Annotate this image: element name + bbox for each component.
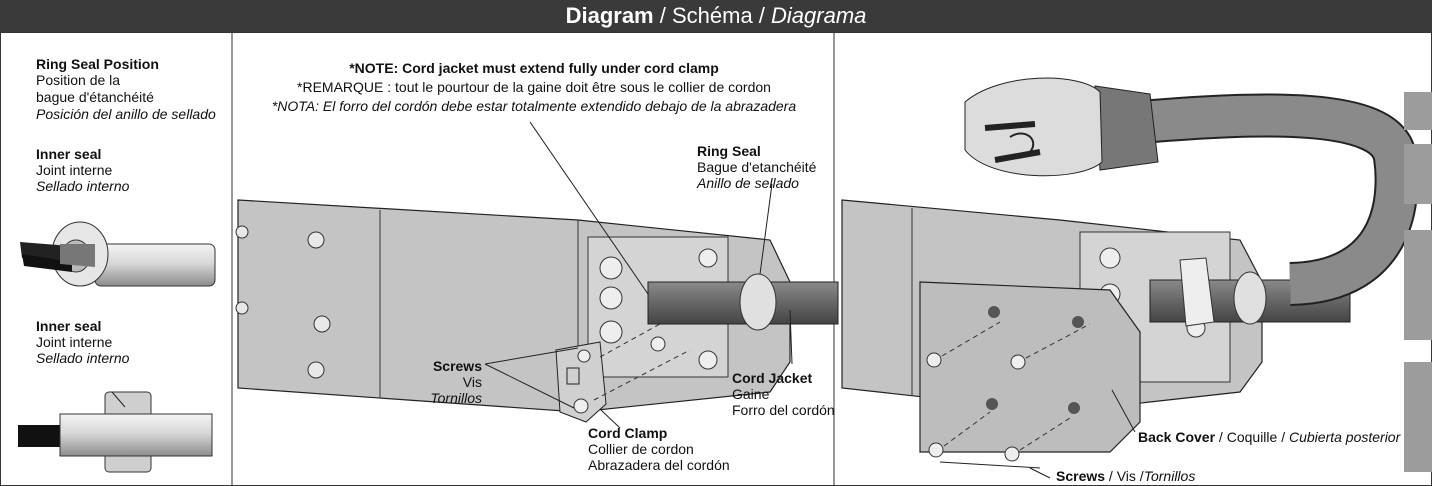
note-en: *NOTE: Cord jacket must extend fully und… [349,60,719,76]
back-cover-sep-1: / [1215,429,1227,445]
back-cover-sep-2: / [1277,429,1289,445]
diagram-header: Diagram / Schéma / Diagrama [0,0,1432,32]
ring-seal-es: Anillo de sellado [697,175,799,191]
diagram-artwork [0,32,1432,486]
inner-seal-es-2: Sellado interno [36,350,130,366]
screws-right [926,321,1136,479]
inner-seal-fr-2: Joint interne [36,334,113,350]
ring-seal-position-fr: Position de la bague d'étanchéité [36,72,154,105]
cord-jacket-en: Cord Jacket [732,370,813,386]
screws-es-right: Tornillos [1143,468,1196,484]
inner-seal-title-2: Inner seal [36,318,102,334]
power-strip-body-middle [235,199,839,423]
screws-label-right: Screws / Vis /Tornillos [1056,468,1195,485]
back-cover-en: Back Cover [1138,429,1216,445]
header-sep-2: / [752,3,772,28]
header-title-fr: Schéma [671,3,753,28]
header-title-es: Diagrama [771,3,867,28]
inner-seal-es-1: Sellado interno [36,178,130,194]
back-cover-es: Cubierta posterior [1288,429,1401,445]
header-title-en: Diagram [565,3,654,28]
inner-seal-illustration-bottom [18,391,213,473]
ring-seal-en: Ring Seal [697,143,761,159]
diagram-frame: Ring Seal Position Position de la bague … [0,32,1432,486]
side-decoration [1404,92,1432,472]
screws-fr-mid: Vis [462,374,482,390]
ring-seal-position-title: Ring Seal Position [36,56,159,72]
screws-fr-right: Vis [1116,468,1136,484]
note-es: *NOTA: El forro del cordón debe estar to… [271,98,797,114]
header-sep-1: / [653,3,672,28]
cord-jacket-es: Forro del cordón [732,402,835,418]
inner-seal-illustration-top [20,221,216,287]
screws-es-mid: Tornillos [430,390,482,406]
ring-seal-fr: Bague d'etanchéité [697,159,817,175]
screws-sep-2-right: / [1135,468,1144,484]
screws-en-right: Screws [1056,468,1106,484]
inner-seal-fr-1: Joint interne [36,162,113,178]
back-cover [919,281,1141,453]
cord-and-plug [964,77,1419,306]
screws-en-mid: Screws [432,358,482,374]
back-cover-label: Back Cover / Coquille / Cubierta posteri… [1138,429,1400,446]
cord-clamp-en: Cord Clamp [588,425,668,441]
screws-sep-1-right: / [1105,468,1117,484]
cord-clamp-fr: Collier de cordon [588,441,694,457]
ring-seal-position-es: Posición del anillo de sellado [36,106,216,122]
middle-leaders [484,121,793,429]
note-fr: *REMARQUE : tout le pourtour de la gaine… [297,79,771,95]
back-cover-fr: Coquille [1226,429,1278,445]
cord-jacket-fr: Gaine [732,386,770,402]
inner-seal-title-1: Inner seal [36,146,102,162]
cord-clamp-es: Abrazadera del cordón [588,457,730,473]
